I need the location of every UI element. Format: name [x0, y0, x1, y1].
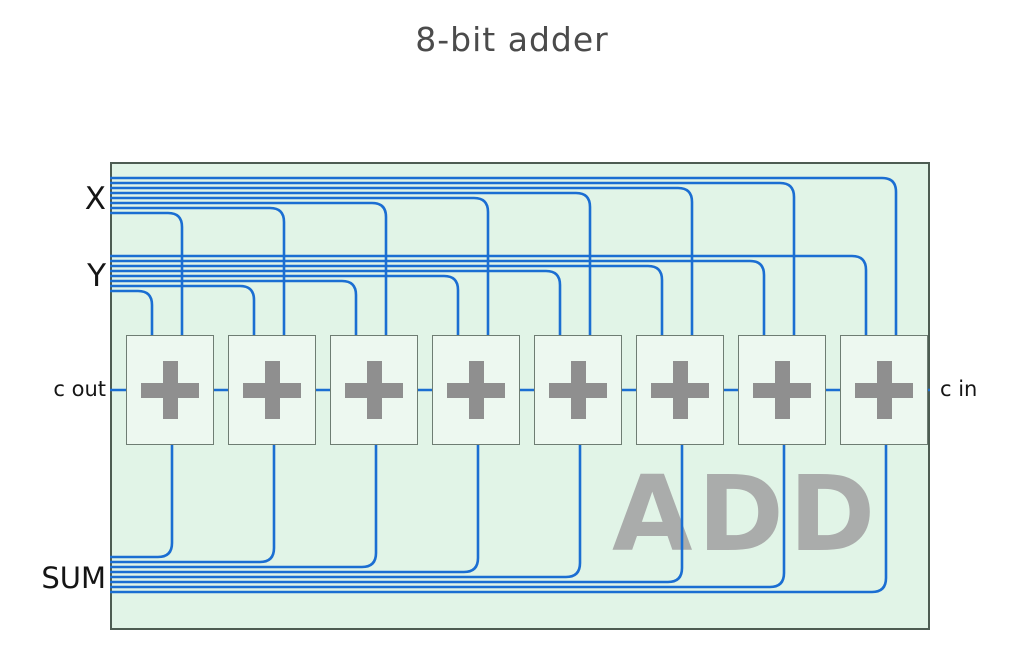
adder-box	[534, 335, 622, 445]
plus-icon	[229, 336, 315, 444]
plus-icon	[535, 336, 621, 444]
label-sum-output: SUM	[41, 561, 106, 595]
adder-box	[228, 335, 316, 445]
label-carry-in: c in	[940, 377, 978, 401]
plus-icon	[331, 336, 417, 444]
adder-box	[636, 335, 724, 445]
label-x-input: X	[84, 181, 106, 217]
adder-box	[126, 335, 214, 445]
plus-icon	[841, 336, 927, 444]
diagram-title: 8-bit adder	[415, 20, 609, 59]
plus-icon	[433, 336, 519, 444]
adder-box	[840, 335, 928, 445]
adder-box	[330, 335, 418, 445]
adder-box	[738, 335, 826, 445]
watermark: ADD	[612, 453, 881, 575]
adder-box	[432, 335, 520, 445]
label-y-input: Y	[87, 258, 106, 294]
plus-icon	[637, 336, 723, 444]
plus-icon	[127, 336, 213, 444]
label-carry-out: c out	[53, 377, 106, 401]
plus-icon	[739, 336, 825, 444]
